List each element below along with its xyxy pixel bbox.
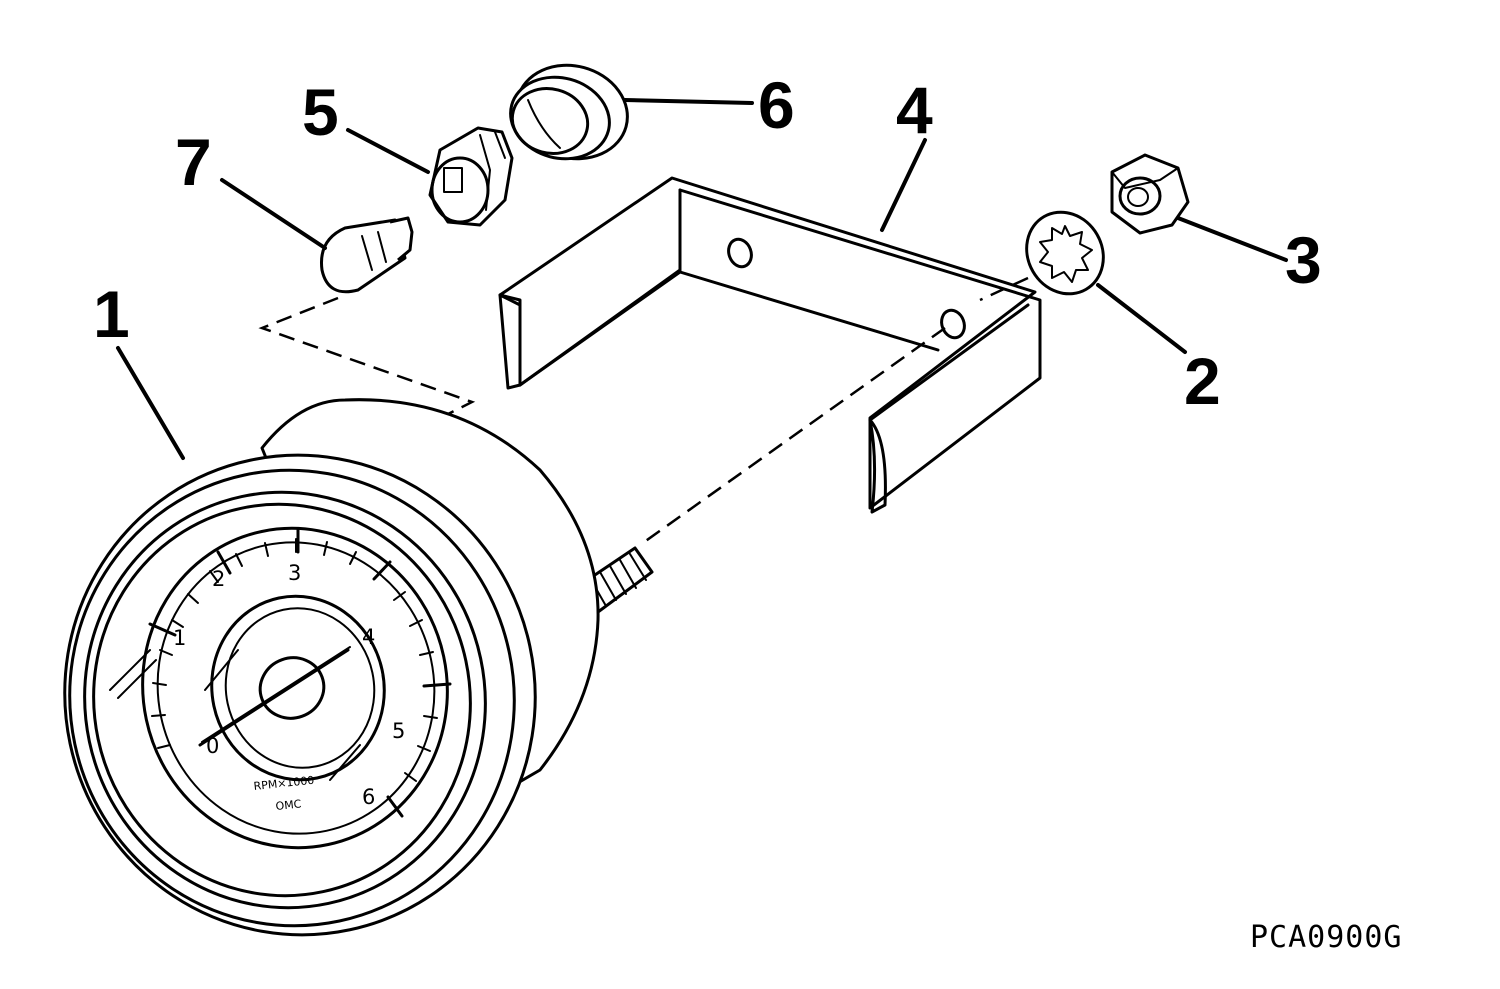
leader-line-1 <box>116 346 185 460</box>
dial-number-3: 3 <box>288 561 301 585</box>
bulb-assembly-path <box>258 296 476 420</box>
dial-number-4: 4 <box>362 625 375 649</box>
leader-line-3 <box>1176 216 1288 262</box>
callout-4: 4 <box>896 73 933 147</box>
callout-6: 6 <box>758 68 795 142</box>
tachometer-needle <box>198 648 350 747</box>
socket-grommet <box>509 63 629 161</box>
callout-2: 2 <box>1184 344 1221 418</box>
stud-assembly-path <box>639 326 946 547</box>
dial-number-0: 0 <box>206 734 219 758</box>
dial-unit-label: RPM×1000 <box>253 774 315 793</box>
tachometer: 0 1 2 3 4 5 6 RPM×1000 OMC <box>63 398 654 937</box>
figure-code: PCA0900G <box>1250 920 1403 955</box>
leader-line-6 <box>623 98 754 105</box>
dial-sub-label: OMC <box>275 797 302 813</box>
leader-line-7 <box>220 178 327 250</box>
dial-number-2: 2 <box>212 567 225 591</box>
dial-number-6: 6 <box>362 785 375 809</box>
callout-7: 7 <box>175 125 212 199</box>
indicator-bulb <box>319 216 414 294</box>
leader-line-2 <box>1096 283 1187 354</box>
dial-number-1: 1 <box>173 626 186 650</box>
lock-washer <box>1025 210 1105 296</box>
callout-5: 5 <box>302 75 339 149</box>
dial-number-5: 5 <box>392 719 405 743</box>
bulb-socket <box>428 126 514 227</box>
callout-3: 3 <box>1285 223 1322 297</box>
bracket-hole-top <box>727 237 753 269</box>
tachometer-dial <box>141 526 449 850</box>
leader-line-4 <box>880 138 927 232</box>
mounting-bracket <box>498 176 1042 514</box>
leader-line-5 <box>346 128 430 174</box>
hex-nut <box>1110 153 1190 235</box>
bracket-hole-front <box>940 308 966 340</box>
callout-1: 1 <box>93 277 130 351</box>
